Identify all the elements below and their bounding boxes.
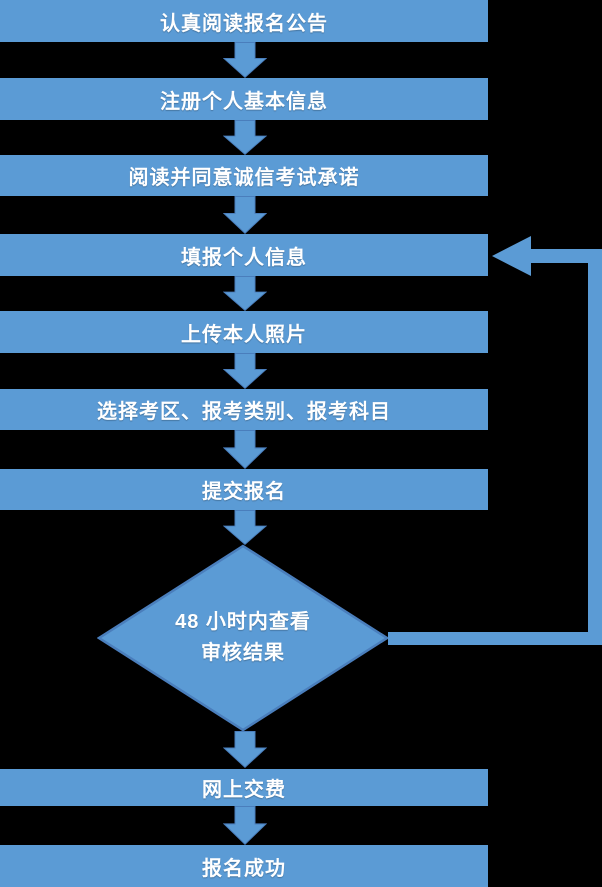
down-arrow-icon <box>223 731 267 768</box>
down-arrow-icon <box>223 276 267 311</box>
flow-step-label: 阅读并同意诚信考试承诺 <box>128 167 360 189</box>
feedback-loop-bottom-line <box>388 632 602 645</box>
decision-label-line1: 48 小时内查看 <box>175 611 311 633</box>
flow-step-label: 提交报名 <box>202 481 286 503</box>
flow-step-upload-photo: 上传本人照片 <box>0 311 488 353</box>
down-arrow-icon <box>223 806 267 845</box>
down-arrow-icon <box>223 42 267 78</box>
flow-step-select-exam-options: 选择考区、报考类别、报考科目 <box>0 389 488 430</box>
down-arrow-icon <box>223 510 267 545</box>
flow-step-fill-personal-info: 填报个人信息 <box>0 234 488 276</box>
flow-step-read-announcement: 认真阅读报名公告 <box>0 0 488 42</box>
flow-step-label: 报名成功 <box>202 857 286 880</box>
flow-step-label: 选择考区、报考类别、报考科目 <box>97 401 391 423</box>
decision-label-line2: 审核结果 <box>201 642 285 664</box>
flow-step-registration-success: 报名成功 <box>0 845 488 887</box>
flow-step-register-info: 注册个人基本信息 <box>0 78 488 120</box>
flow-step-pay-online: 网上交费 <box>0 769 488 806</box>
feedback-loop-top-line <box>530 249 602 263</box>
feedback-loop-left-arrowhead-icon <box>492 236 531 276</box>
flow-step-label: 网上交费 <box>202 779 286 801</box>
down-arrow-icon <box>223 196 267 234</box>
flow-step-label: 填报个人信息 <box>181 246 307 269</box>
feedback-loop-vertical-line <box>588 249 602 645</box>
down-arrow-icon <box>223 353 267 389</box>
flow-step-label: 认真阅读报名公告 <box>160 12 328 35</box>
decision-label: 48 小时内查看 审核结果 <box>97 544 389 732</box>
down-arrow-icon <box>223 120 267 155</box>
flow-step-label: 注册个人基本信息 <box>160 90 328 113</box>
decision-diamond <box>97 544 389 732</box>
down-arrow-icon <box>223 430 267 469</box>
flow-step-agree-honesty-pledge: 阅读并同意诚信考试承诺 <box>0 155 488 196</box>
flow-step-submit-registration: 提交报名 <box>0 469 488 510</box>
flow-step-label: 上传本人照片 <box>181 323 307 346</box>
